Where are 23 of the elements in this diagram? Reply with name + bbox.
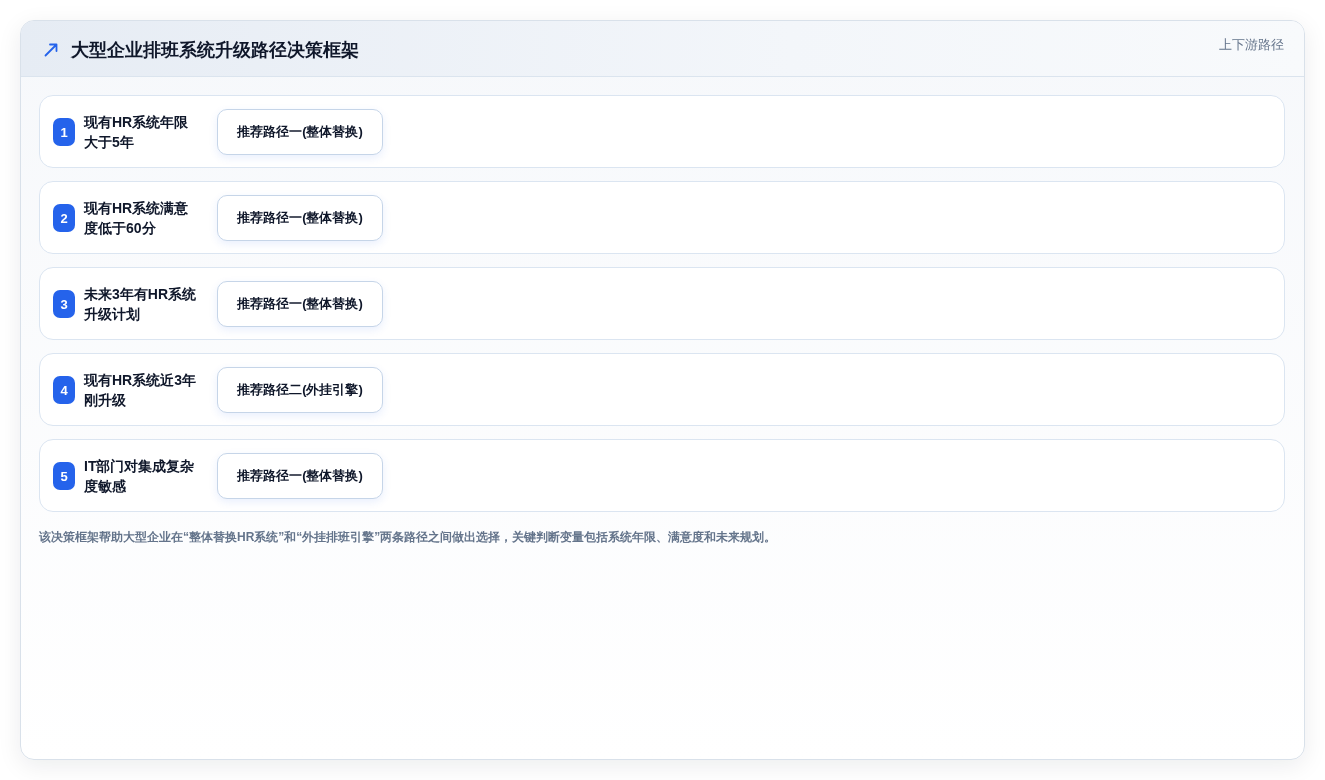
step-number-badge: 5 bbox=[53, 462, 75, 490]
step-number-badge: 3 bbox=[53, 290, 75, 318]
step-number-badge: 4 bbox=[53, 376, 75, 404]
condition-text: 现有HR系统年限大于5年 bbox=[84, 112, 190, 152]
header-note: 上下游路径 bbox=[1219, 37, 1284, 54]
step-number-badge: 1 bbox=[53, 118, 75, 146]
condition-text: 现有HR系统满意度低于60分 bbox=[84, 198, 190, 238]
recommendation-box: 推荐路径一(整体替换) bbox=[217, 281, 383, 327]
caption-text: 该决策框架帮助大型企业在“整体替换HR系统”和“外挂排班引擎”两条路径之间做出选择，关键判断变量包括系统年限、满意度和未来规划。 bbox=[39, 529, 777, 546]
condition-text: IT部门对集成复杂度敏感 bbox=[84, 456, 196, 496]
condition-row-card bbox=[39, 353, 1285, 426]
recommendation-box: 推荐路径一(整体替换) bbox=[217, 453, 383, 499]
condition-row-card bbox=[39, 181, 1285, 254]
condition-row-card bbox=[39, 267, 1285, 340]
condition-text: 现有HR系统近3年刚升级 bbox=[84, 370, 197, 410]
recommendation-box: 推荐路径二(外挂引擎) bbox=[217, 367, 383, 413]
condition-row-card bbox=[39, 439, 1285, 512]
step-number-badge: 2 bbox=[53, 204, 75, 232]
title-text: 大型企业排班系统升级路径决策框架 bbox=[71, 39, 359, 62]
condition-text: 未来3年有HR系统升级计划 bbox=[84, 284, 197, 324]
condition-row-card bbox=[39, 95, 1285, 168]
recommendation-box: 推荐路径一(整体替换) bbox=[217, 195, 383, 241]
recommendation-box: 推荐路径一(整体替换) bbox=[217, 109, 383, 155]
